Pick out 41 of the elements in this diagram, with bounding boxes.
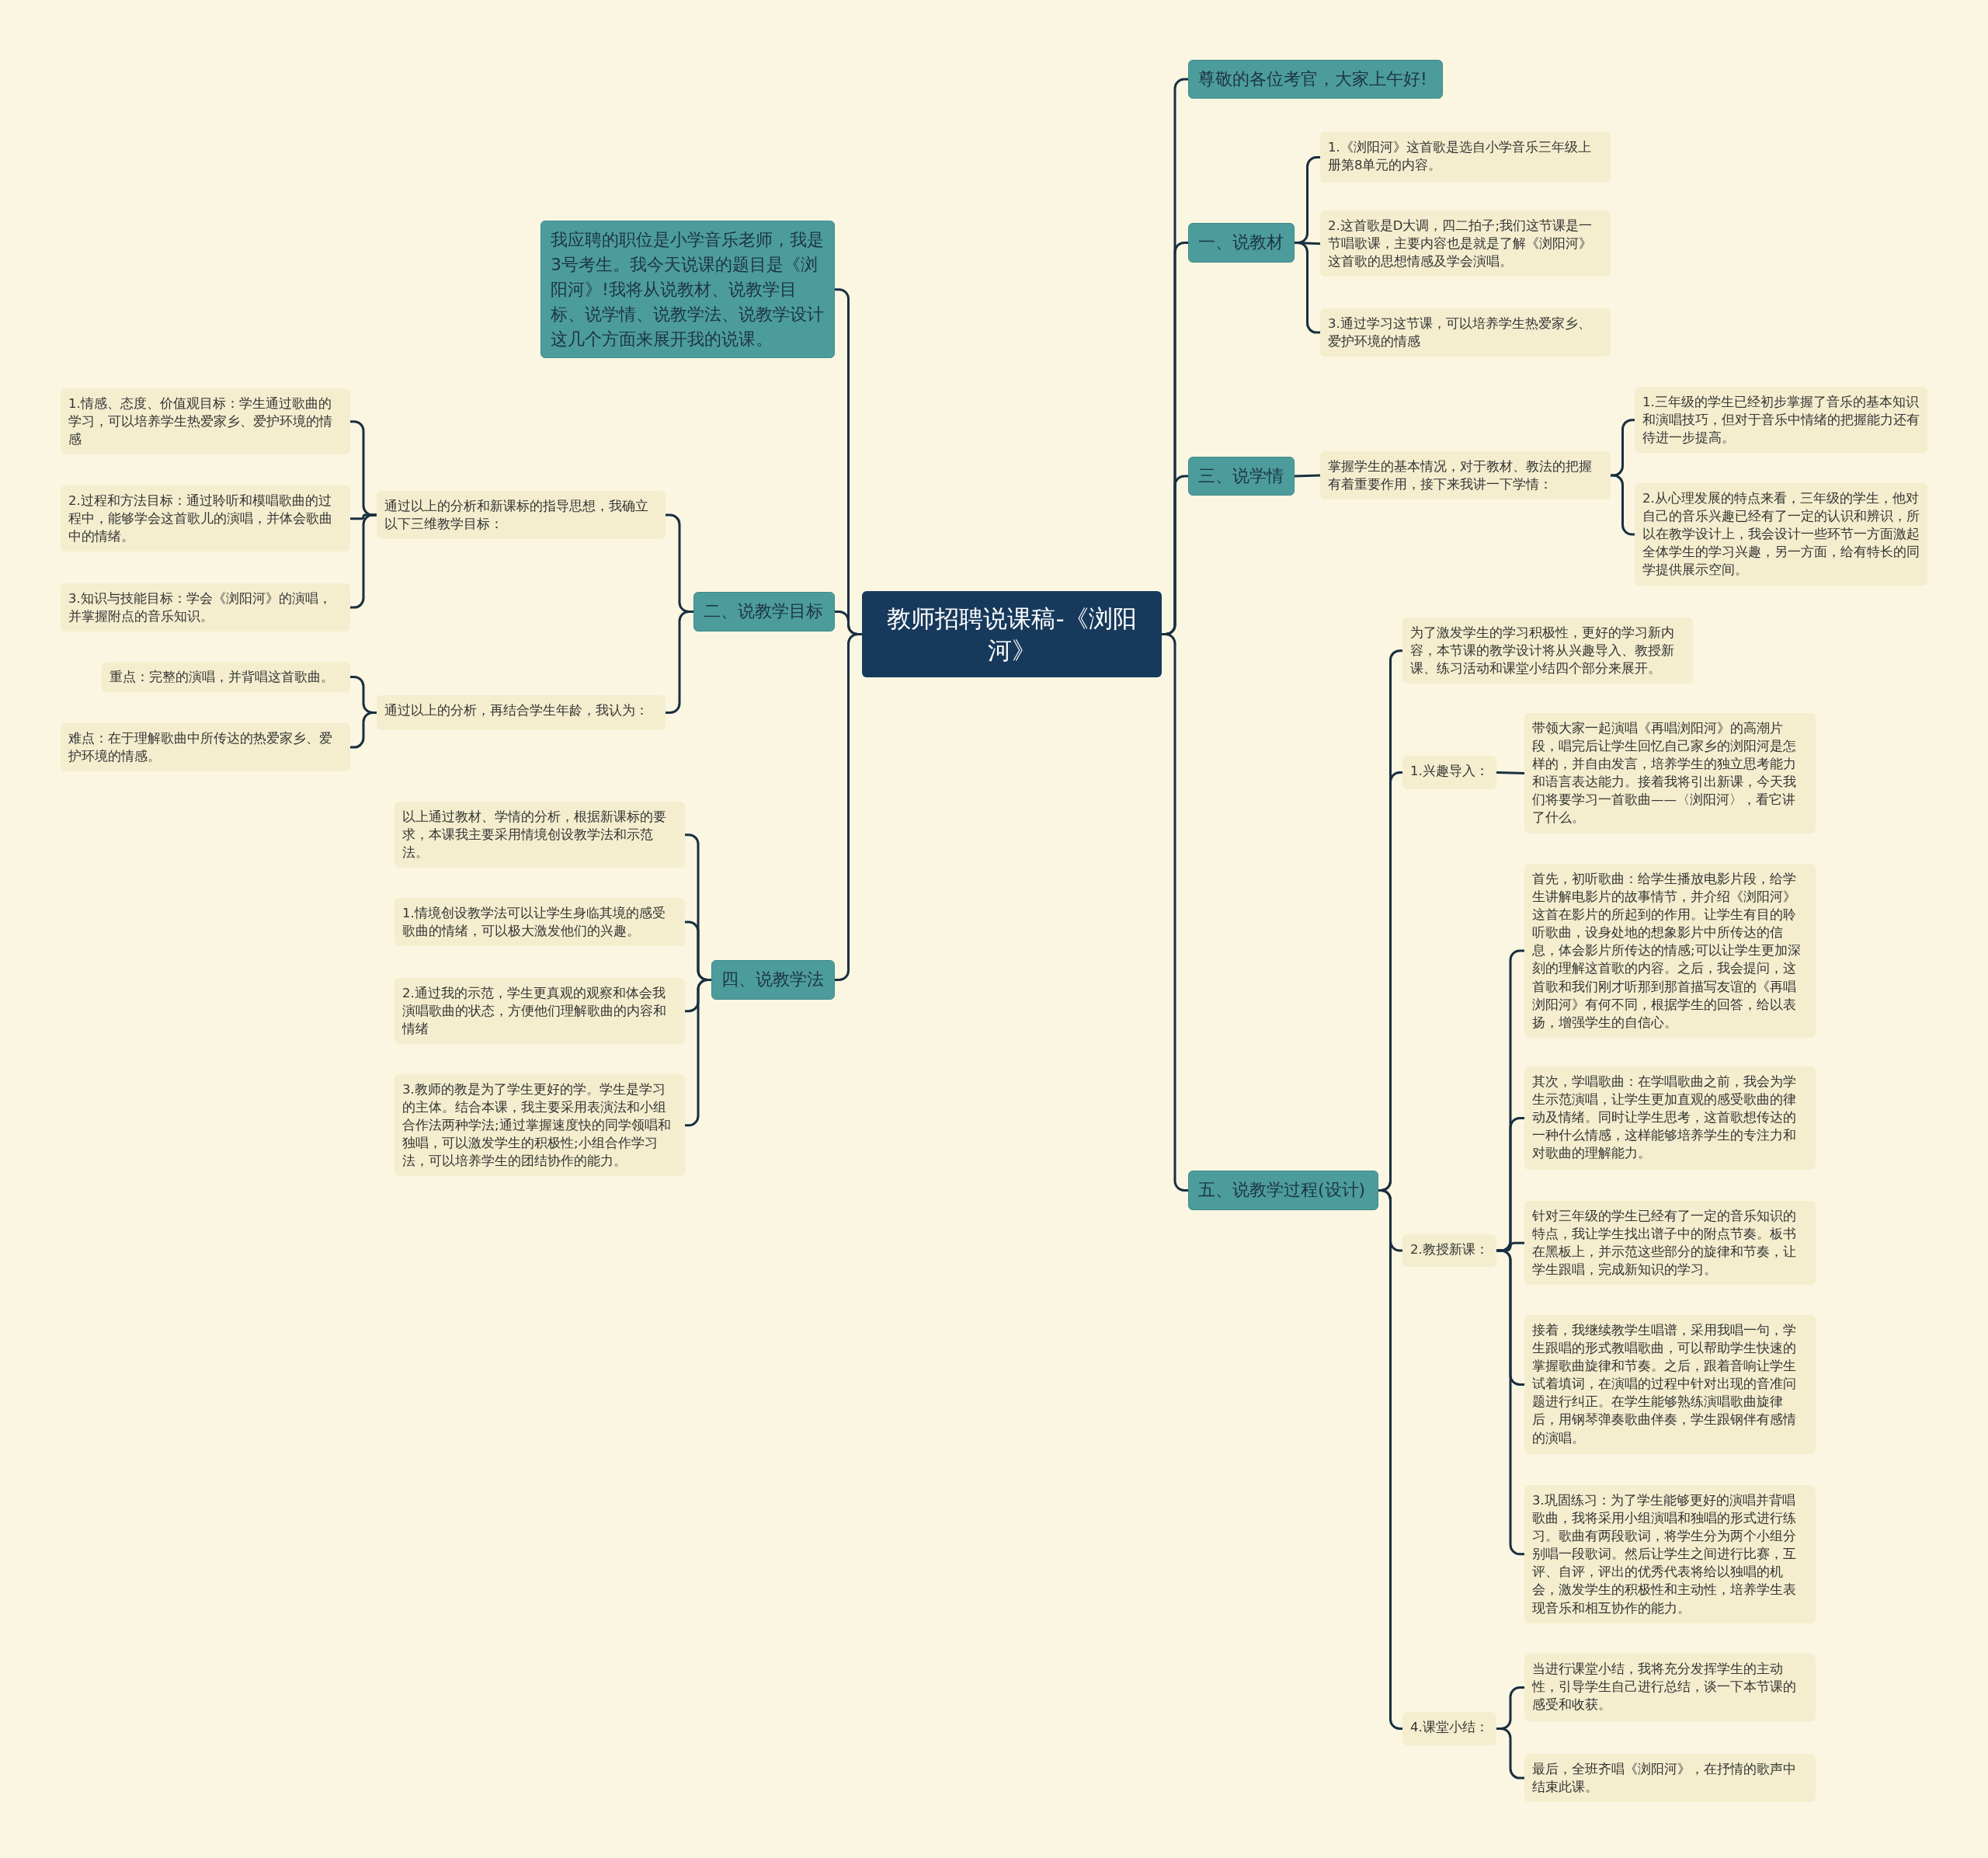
- subtopic-text: 为了激发学生的学习积极性，更好的学习新内容，本节课的教学设计将从兴趣导入、教授新课、练习活动和课堂小结四个部分来展开。: [1402, 618, 1693, 684]
- connector-line: [1294, 474, 1321, 478]
- subtopic-text: 1.兴趣导入：: [1402, 756, 1496, 789]
- subtopic-text: 1.三年级的学生已经初步掌握了音乐的基本知识和演唱技巧，但对于音乐中情绪的把握能力还有待进一步提高。: [1635, 387, 1927, 454]
- subtopic-text: 1.《浏阳河》这首歌是选自小学音乐三年级上册第8单元的内容。: [1320, 132, 1611, 183]
- subtopic-text: 通过以上的分析，再结合学生年龄，我认为：: [377, 695, 666, 730]
- subtopic-text: 2.从心理发展的特点来看，三年级的学生，他对自己的音乐兴趣已经有了一定的认识和辨识，所以在教学设计上，我会设计一些环节一方面激起全体学生的学习兴趣，另一方面，给有特长的同学提供展示空间。: [1635, 483, 1927, 586]
- subtopic-text: 2.教授新课：: [1402, 1234, 1496, 1267]
- subtopic-text: 1.情感、态度、价值观目标：学生通过歌曲的学习，可以培养学生热爱家乡、爱护环境的情感: [61, 388, 350, 455]
- subtopic-text: 掌握学生的基本情况，对于教材、教法的把握有着重要作用，接下来我讲一下学情：: [1320, 451, 1611, 500]
- central-topic: 教师招聘说课稿-《浏阳河》: [862, 591, 1162, 677]
- subtopic-text: 首先，初听歌曲：给学生播放电影片段，给学生讲解电影片的故事情节，并介绍《浏阳河》这首在影片的所起到的作用。让学生有目的聆听歌曲，设身处地的想象影片中所传达的信息，体会影片所传达的情感;可以让学生更加深刻的理解这首歌的内容。之后，我会提问，这首歌和我们刚才听那到那首描写友谊的《再唱浏阳河》有何不同，根据学生的回答，给以表扬，增强学生的自信心。: [1524, 864, 1816, 1038]
- connector-line: [1611, 474, 1635, 536]
- subtopic-text: 2.通过我的示范，学生更真观的观察和体会我演唱歌曲的状态，方便他们理解歌曲的内容和情绪: [394, 978, 685, 1045]
- subtopic-text: 最后，全班齐唱《浏阳河》，在抒情的歌声中结束此课。: [1524, 1754, 1816, 1803]
- branch-topic: 二、说教学目标: [693, 592, 835, 632]
- subtopic-text: 4.课堂小结：: [1402, 1712, 1496, 1745]
- connector-line: [1496, 771, 1525, 774]
- subtopic-text: 接着，我继续教学生唱谱，采用我唱一句，学生跟唱的形式教唱歌曲，可以帮助学生快速的掌握歌曲旋律和节奏。之后，跟着音响让学生试着填词，在演唱的过程中针对出现的音准问题进行纠正。在学生能够熟练演唱歌曲旋律后，用钢琴弹奏歌曲伴奏，学生跟钢伴有感情的演唱。: [1524, 1315, 1816, 1454]
- subtopic-text: 1.情境创设教学法可以让学生身临其境的感受歌曲的情绪，可以极大激发他们的兴趣。: [394, 898, 685, 947]
- subtopic-text: 3.巩固练习：为了学生能够更好的演唱并背唱歌曲，我将采用小组演唱和独唱的形式进行练习。歌曲有两段歌词，将学生分为两个小组分别唱一段歌词。然后让学生之间进行比赛，互评、自评，评出的优秀代表将给以独唱的机会，激发学生的积极性和主动性，培养学生表现音乐和相互协作的能力。: [1524, 1485, 1816, 1623]
- branch-topic: 一、说教材: [1188, 223, 1295, 263]
- branch-topic: 我应聘的职位是小学音乐老师，我是3号考生。我今天说课的题目是《浏阳河》!我将从说教材、说教学目标、说学情、说教学法、说教学设计这几个方面来展开我的说课。: [540, 221, 835, 359]
- subtopic-text: 带领大家一起演唱《再唱浏阳河》的高潮片段，唱完后让学生回忆自己家乡的浏阳河是怎样的，并自由发言，培养学生的独立思考能力和语言表达能力。接着我将引出新课，今天我们将要学习一首歌曲——〈浏阳河〉，看它讲了什么。: [1524, 713, 1816, 833]
- subtopic-text: 2.这首歌是D大调，四二拍子;我们这节课是一节唱歌课，主要内容也是就是了解《浏阳河》这首歌的思想情感及学会演唱。: [1320, 211, 1611, 277]
- subtopic-text: 以上通过教材、学情的分析，根据新课标的要求，本课我主要采用情境创设教学法和示范法。: [394, 802, 685, 868]
- subtopic-text: 2.过程和方法目标：通过聆听和模唱歌曲的过程中，能够学会这首歌儿的演唱，并体会歌曲中的情绪。: [61, 485, 350, 552]
- subtopic-text: 3.通过学习这节课，可以培养学生热爱家乡、爱护环境的情感: [1320, 308, 1611, 357]
- connector-line: [350, 712, 377, 749]
- subtopic-text: 重点：完整的演唱，并背唱这首歌曲。: [102, 662, 350, 693]
- subtopic-text: 当进行课堂小结，我将充分发挥学生的主动性，引导学生自己进行总结，谈一下本节课的感受和收获。: [1524, 1654, 1816, 1721]
- subtopic-text: 3.教师的教是为了学生更好的学。学生是学习的主体。结合本课，我主要采用表演法和小组合作法两种学法;通过掌握速度快的同学领唱和独唱，可以激发学生的积极性;小组合作学习法，可以培养学生的团结协作的能力。: [394, 1074, 685, 1177]
- subtopic-text: 针对三年级的学生已经有了一定的音乐知识的特点，我让学生找出谱子中的附点节奏。板书在黑板上，并示范这些部分的旋律和节奏，让学生跟唱，完成新知识的学习。: [1524, 1201, 1816, 1286]
- branch-topic: 三、说学情: [1188, 457, 1295, 496]
- subtopic-text: 难点：在于理解歌曲中所传达的热爱家乡、爱护环境的情感。: [61, 723, 350, 772]
- subtopic-text: 其次，学唱歌曲：在学唱歌曲之前，我会为学生示范演唱，让学生更加直观的感受歌曲的律动及情绪。同时让学生思考，这首歌想传达的一种什么情感，这样能够培养学生的专注力和对歌曲的理解能力。: [1524, 1066, 1816, 1170]
- branch-topic: 四、说教学法: [711, 960, 835, 1000]
- branch-topic: 五、说教学过程(设计): [1188, 1171, 1378, 1210]
- subtopic-text: 通过以上的分析和新课标的指导思想，我确立以下三维教学目标：: [377, 491, 666, 540]
- branch-topic: 尊敬的各位考官，大家上午好!: [1188, 60, 1443, 99]
- subtopic-text: 3.知识与技能目标：学会《浏阳河》的演唱，并掌握附点的音乐知识。: [61, 583, 350, 632]
